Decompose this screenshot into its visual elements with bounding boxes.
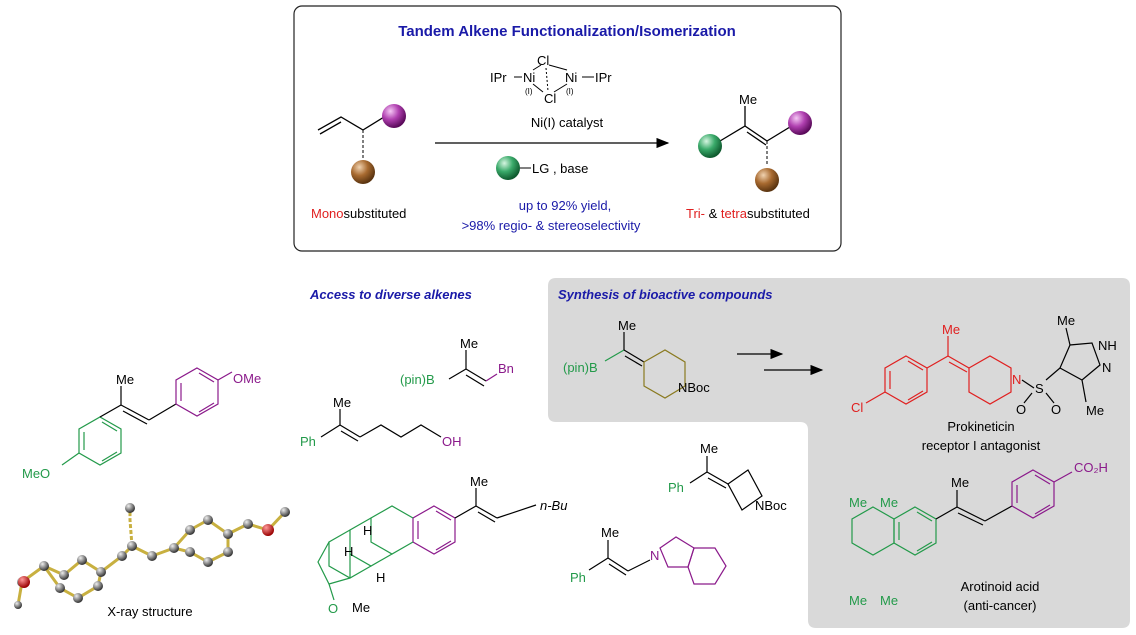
- prokineticin-nh: NH: [1098, 338, 1117, 353]
- cl-top: Cl: [537, 53, 549, 68]
- stilbene-structure: [61, 367, 233, 466]
- boronate-pinb: (pin)B: [400, 372, 435, 387]
- brown-sphere: [351, 160, 375, 184]
- arotinoid-label2: (anti-cancer): [964, 598, 1037, 613]
- stilbene-ome: OMe: [233, 371, 261, 386]
- bioactive-panel: [548, 278, 1130, 628]
- ipr-right: IPr: [595, 70, 612, 85]
- piperidine-me: Me: [618, 318, 636, 333]
- arotinoid-me: Me: [951, 475, 969, 490]
- prokineticin-label2: receptor I antagonist: [922, 438, 1041, 453]
- xray-label: X-ray structure: [107, 604, 192, 619]
- arotinoid-me-c: Me: [849, 593, 867, 608]
- prokineticin-me: Me: [942, 322, 960, 337]
- piperidine-nboc: NBoc: [678, 380, 710, 395]
- ni-left: Ni: [523, 70, 535, 85]
- arotinoid-me-b: Me: [880, 495, 898, 510]
- indole-n: N: [650, 548, 659, 563]
- azetidine-nboc: NBoc: [755, 498, 787, 513]
- stilbene-me: Me: [116, 372, 134, 387]
- steroid-h3: H: [376, 570, 385, 585]
- steroid-h1: H: [363, 523, 372, 538]
- reagent-text: LG , base: [532, 161, 588, 176]
- boronate-me: Me: [460, 336, 478, 351]
- arotinoid-structure: [851, 469, 1073, 556]
- stilbene-meo: MeO: [22, 466, 50, 481]
- steroid-h2: H: [344, 544, 353, 559]
- ipr-left: IPr: [490, 70, 507, 85]
- section-bioactive: Synthesis of bioactive compounds: [558, 287, 773, 302]
- xray-structure: [14, 503, 290, 609]
- product-me: Me: [739, 92, 757, 107]
- tri-tetra-label: Tri- & tetrasubstituted: [686, 206, 810, 221]
- prokineticin-me2: Me: [1057, 313, 1075, 328]
- prokineticin-n: N: [1012, 372, 1021, 387]
- alcohol-me: Me: [333, 395, 351, 410]
- arotinoid-label1: Arotinoid acid: [961, 579, 1040, 594]
- piperidine-pinb: (pin)B: [563, 360, 598, 375]
- indole-ph: Ph: [570, 570, 586, 585]
- prokineticin-label1: Prokineticin: [947, 419, 1014, 434]
- yield-line2: >98% regio- & stereoselectivity: [462, 218, 641, 233]
- prokineticin-s: S: [1035, 381, 1044, 396]
- ox-left: (I): [525, 87, 533, 96]
- steroid-structure: [317, 488, 537, 601]
- ox-right: (I): [566, 87, 574, 96]
- purple-sphere-product: [788, 111, 812, 135]
- prokineticin-cl: Cl: [851, 400, 863, 415]
- monosubstituted-label: Monosubstituted: [311, 206, 406, 221]
- prokineticin-o2: O: [1051, 402, 1061, 417]
- steroid-me: Me: [352, 600, 370, 615]
- scheme-title: Tandem Alkene Functionalization/Isomeriz…: [398, 23, 736, 40]
- prokineticin-structure: [865, 327, 1101, 405]
- yield-line1: up to 92% yield,: [519, 198, 612, 213]
- prokineticin-me3: Me: [1086, 403, 1104, 418]
- indole-me: Me: [601, 525, 619, 540]
- monosubstituted-alkene: [317, 104, 406, 184]
- indole-structure: [588, 536, 727, 585]
- trisubstituted-alkene: [698, 106, 812, 192]
- alcohol-oh: OH: [442, 434, 462, 449]
- steroid-me-top: Me: [470, 474, 488, 489]
- prokineticin-n2: N: [1102, 360, 1111, 375]
- green-sphere-product: [698, 134, 722, 158]
- ni-right: Ni: [565, 70, 577, 85]
- cl-bottom: Cl: [544, 91, 556, 106]
- arotinoid-me-a: Me: [849, 495, 867, 510]
- piperidine-boronate-structure: [604, 332, 686, 399]
- section-diverse: Access to diverse alkenes: [309, 287, 472, 302]
- brown-sphere-product: [755, 168, 779, 192]
- scheme-frame: [293, 5, 842, 252]
- azetidine-me: Me: [700, 441, 718, 456]
- ni-dimer-catalyst: Cl IPr Ni Ni IPr Cl (I) (I) Ni(I) cataly…: [490, 53, 612, 130]
- purple-sphere: [382, 104, 406, 128]
- alcohol-ph: Ph: [300, 434, 316, 449]
- boronate-bn: Bn: [498, 361, 514, 376]
- steroid-o: O: [328, 601, 338, 616]
- steroid-nbu: n-Bu: [540, 498, 567, 513]
- green-sphere-reagent: [496, 156, 520, 180]
- azetidine-structure: [689, 456, 763, 511]
- azetidine-ph: Ph: [668, 480, 684, 495]
- alcohol-structure: [320, 409, 442, 442]
- prokineticin-o1: O: [1016, 402, 1026, 417]
- arotinoid-me-d: Me: [880, 593, 898, 608]
- boronate-structure: [448, 350, 498, 387]
- catalyst-label: Ni(I) catalyst: [531, 115, 604, 130]
- arotinoid-co2h: CO₂H: [1074, 460, 1108, 475]
